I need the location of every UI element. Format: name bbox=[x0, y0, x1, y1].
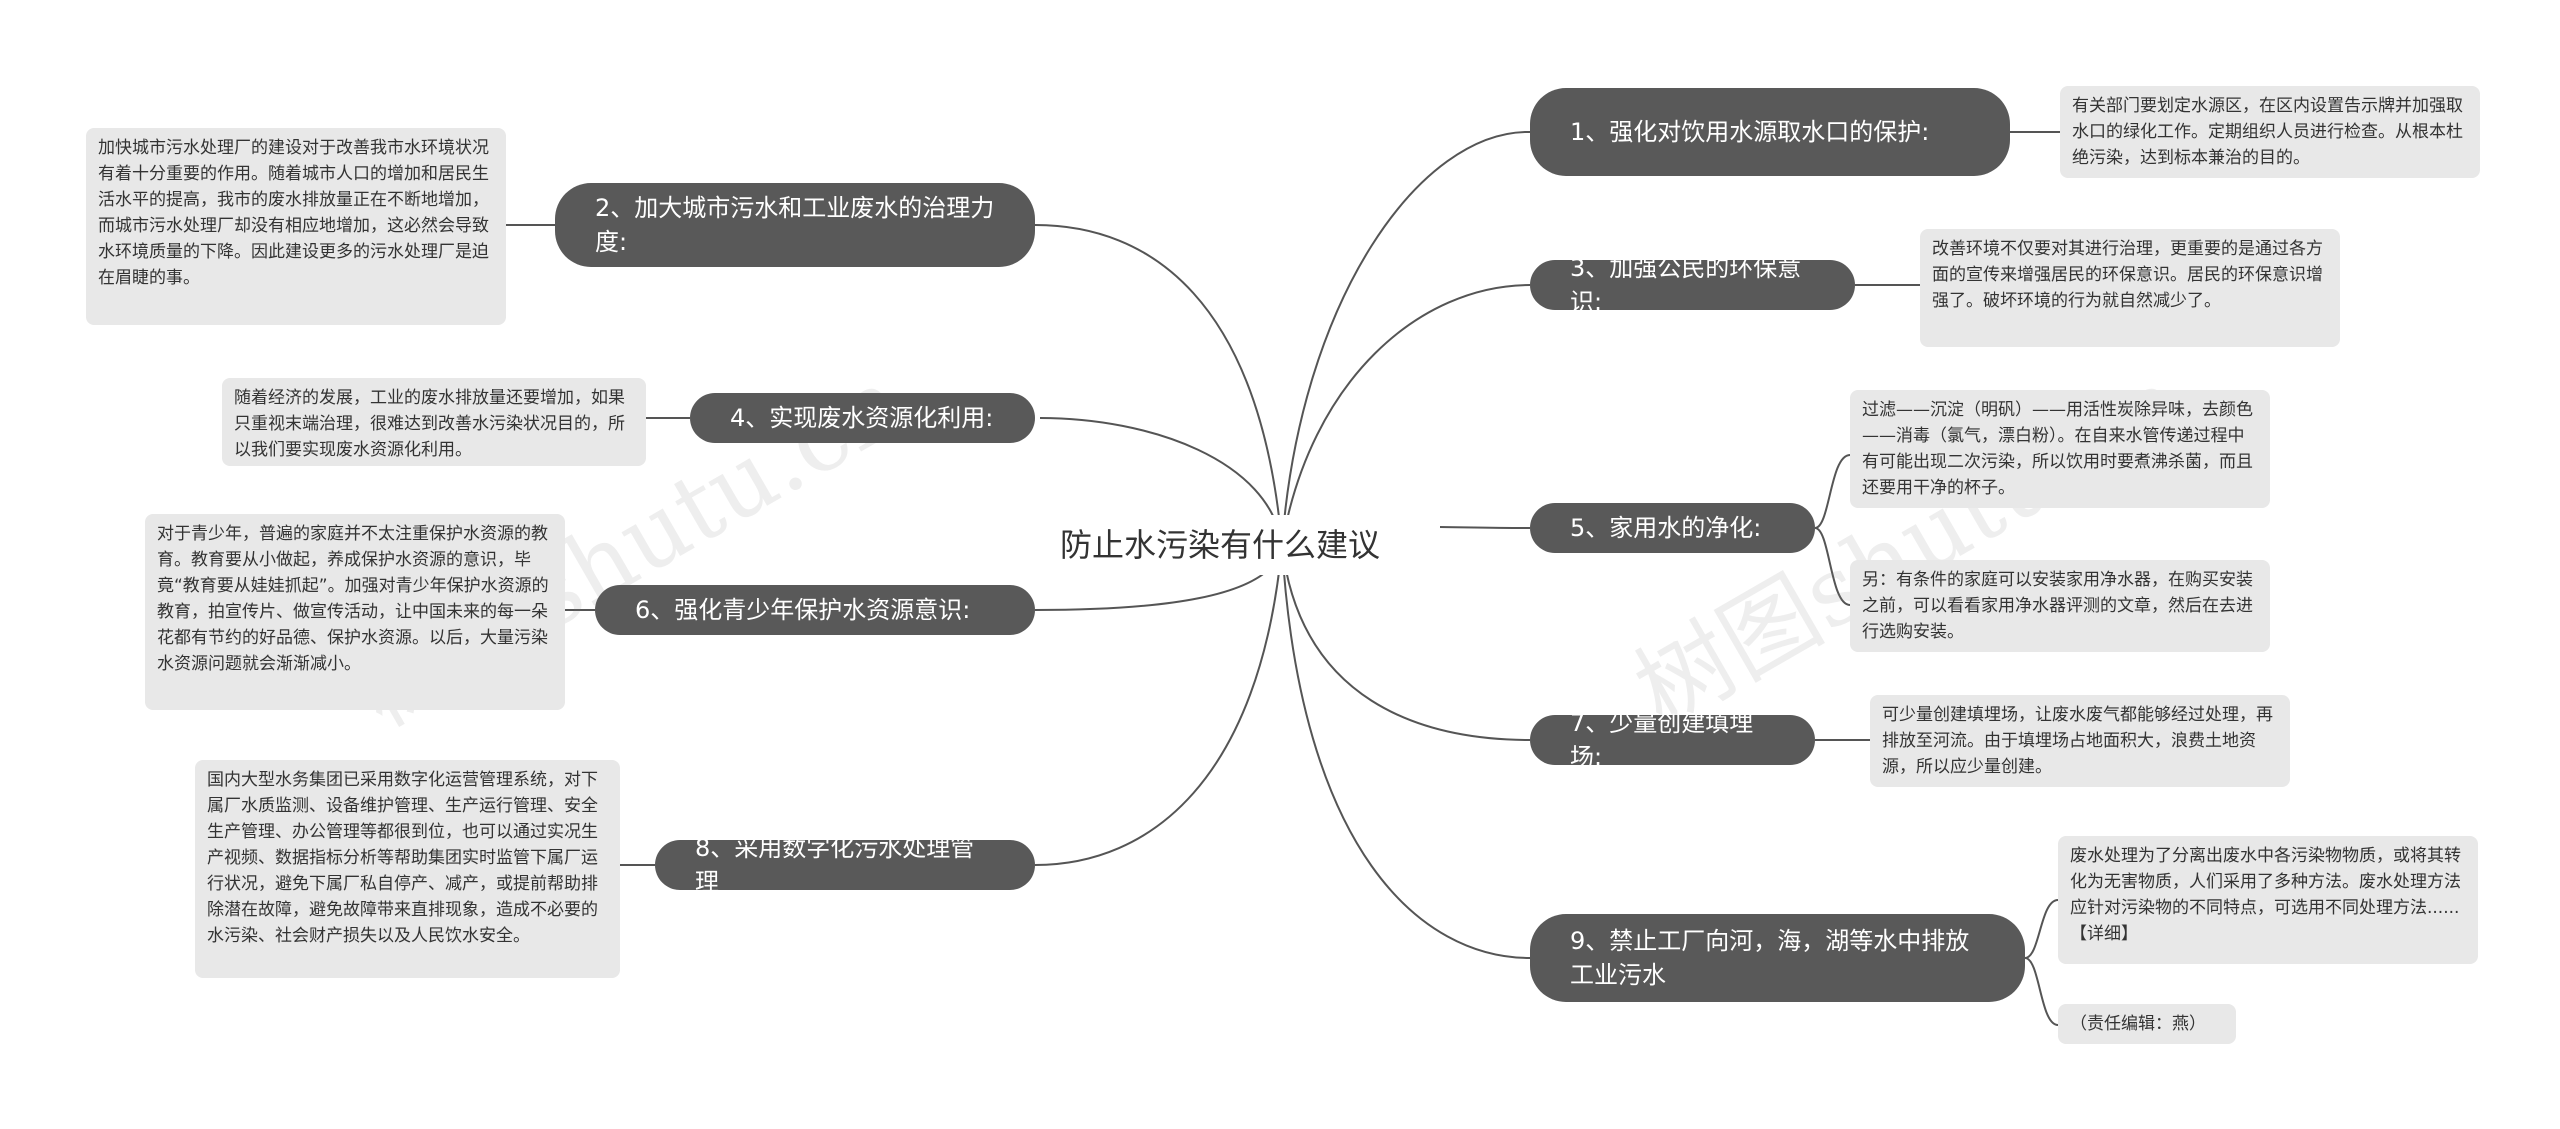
topic-4[interactable]: 4、实现废水资源化利用: bbox=[690, 393, 1035, 443]
topic-9[interactable]: 9、禁止工厂向河，海，湖等水中排放工业污水 bbox=[1530, 914, 2025, 1002]
note-9b[interactable]: （责任编辑：燕） bbox=[2058, 1004, 2236, 1044]
topic-label: 3、加强公民的环保意识: bbox=[1570, 254, 1802, 316]
topic-label: 8、采用数字化污水处理管理 bbox=[695, 834, 975, 896]
topic-label: 4、实现废水资源化利用: bbox=[730, 404, 994, 432]
note-6[interactable]: 对于青少年，普遍的家庭并不太注重保护水资源的教育。教育要从小做起，养成保护水资源… bbox=[145, 514, 565, 710]
topic-3[interactable]: 3、加强公民的环保意识: bbox=[1530, 254, 1855, 316]
topic-label: 9、禁止工厂向河，海，湖等水中排放工业污水 bbox=[1570, 927, 1970, 989]
topic-label: 5、家用水的净化: bbox=[1570, 514, 1762, 542]
note-5b[interactable]: 另：有条件的家庭可以安装家用净水器，在购买安装之前，可以看看家用净水器评测的文章… bbox=[1850, 560, 2270, 652]
topic-label: 6、强化青少年保护水资源意识: bbox=[635, 596, 971, 624]
note-9a[interactable]: 废水处理为了分离出废水中各污染物物质，或将其转化为无害物质，人们采用了多种方法。… bbox=[2058, 836, 2478, 964]
topic-5[interactable]: 5、家用水的净化: bbox=[1530, 503, 1815, 553]
topic-6[interactable]: 6、强化青少年保护水资源意识: bbox=[595, 585, 1035, 635]
root-topic[interactable]: 防止水污染有什么建议 bbox=[1000, 515, 1440, 575]
note-4[interactable]: 随着经济的发展，工业的废水排放量还要增加，如果只重视末端治理，很难达到改善水污染… bbox=[222, 378, 646, 466]
note-8[interactable]: 国内大型水务集团已采用数字化运营管理系统，对下属厂水质监测、设备维护管理、生产运… bbox=[195, 760, 620, 978]
topic-label: 2、加大城市污水和工业废水的治理力度: bbox=[595, 194, 995, 256]
note-5a[interactable]: 过滤——沉淀（明矾）——用活性炭除异味，去颜色——消毒（氯气，漂白粉）。在自来水… bbox=[1850, 390, 2270, 508]
note-1[interactable]: 有关部门要划定水源区，在区内设置告示牌并加强取水口的绿化工作。定期组织人员进行检… bbox=[2060, 86, 2480, 178]
note-7[interactable]: 可少量创建填埋场，让废水废气都能够经过处理，再排放至河流。由于填埋场占地面积大，… bbox=[1870, 695, 2290, 787]
note-3[interactable]: 改善环境不仅要对其进行治理，更重要的是通过各方面的宣传来增强居民的环保意识。居民… bbox=[1920, 229, 2340, 347]
topic-7[interactable]: 7、少量创建填埋场: bbox=[1530, 709, 1815, 771]
topic-label: 7、少量创建填埋场: bbox=[1570, 709, 1754, 771]
note-2[interactable]: 加快城市污水处理厂的建设对于改善我市水环境状况有着十分重要的作用。随着城市人口的… bbox=[86, 128, 506, 325]
topic-1[interactable]: 1、强化对饮用水源取水口的保护: bbox=[1530, 88, 2010, 176]
topic-label: 1、强化对饮用水源取水口的保护: bbox=[1570, 118, 1930, 146]
topic-8[interactable]: 8、采用数字化污水处理管理 bbox=[655, 834, 1035, 896]
topic-2[interactable]: 2、加大城市污水和工业废水的治理力度: bbox=[555, 183, 1035, 267]
